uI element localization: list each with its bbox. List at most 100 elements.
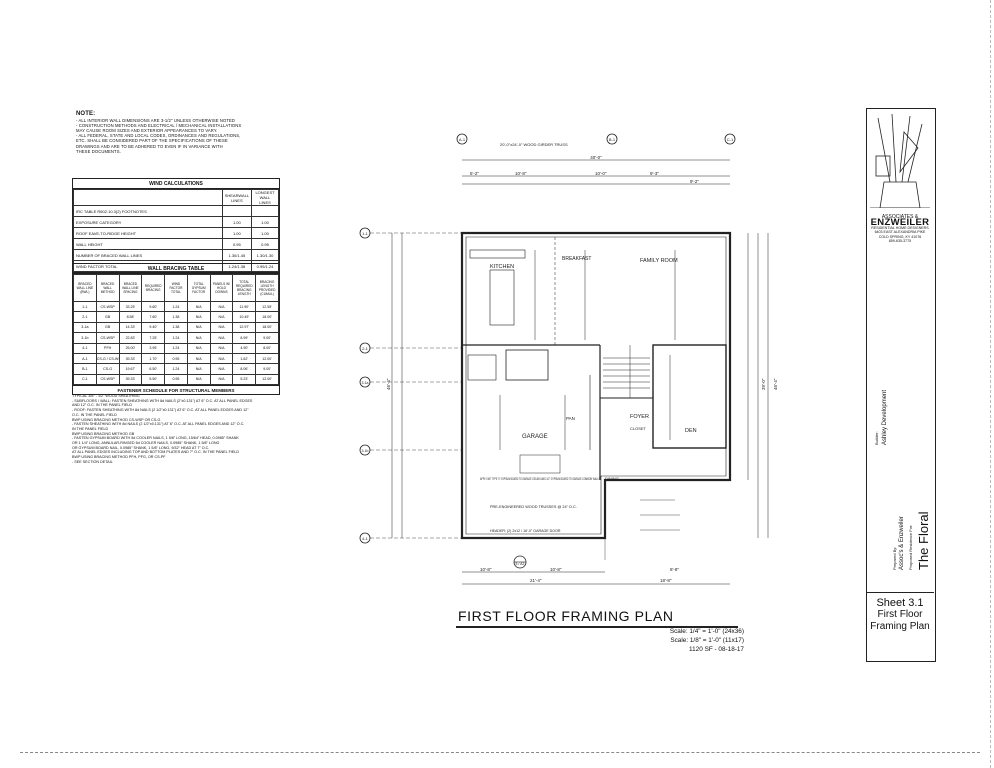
top-dim: 10'-8" — [515, 171, 527, 176]
table-cell: 14.33' — [118, 321, 143, 334]
bottom-dim: 21'-4" — [530, 578, 542, 583]
table-cell: 5.23' — [232, 373, 257, 386]
side-depth-dim: 39'-0" — [761, 378, 766, 390]
table-cell: 1.38 — [164, 311, 188, 323]
table-cell: N/A — [186, 342, 211, 354]
column-header: BRACED WALL METHOD — [95, 274, 120, 302]
table-cell: 0.95 — [164, 373, 188, 386]
fastener-line: - FASTEN SHEATHING WITH 8d NAILS (2 1/2"… — [72, 422, 245, 427]
table-cell: N/A — [186, 373, 211, 386]
fastener-line: TYPICAL 3/8" - 1/2" WOOD SHEATHING — [72, 394, 140, 398]
table-cell: CS-G / CS-WSP — [95, 352, 120, 365]
sheet-name-2: Framing Plan — [870, 621, 930, 632]
wind-title: WIND CALCULATIONS — [73, 179, 279, 189]
table-cell: 1.70' — [141, 352, 166, 365]
fastener-line: IN THE PANEL FIELD — [72, 426, 109, 431]
proposed-label: Proposed Residence For: — [908, 524, 913, 570]
room-foyer: FOYER — [630, 414, 649, 420]
svg-text:A-1: A-1 — [459, 137, 466, 142]
table-cell: NUMBER OF BRACED WALL LINES — [73, 249, 223, 261]
column-header: REQUIRED BRACING — [141, 274, 166, 302]
column-header: WIND FACTOR TOTAL — [164, 274, 188, 302]
table-cell: 11.90' — [232, 300, 257, 313]
fastener-line: BWP USING BRACING METHOD PFH, PFG, OR CS… — [72, 455, 166, 460]
note-line: - ALL FEDERAL, STATE AND LOCAL CODES, OR… — [76, 133, 241, 139]
table-cell: EXPOSURE CATEGORY — [73, 216, 223, 228]
table-cell: 6.50' — [141, 363, 166, 375]
fastener-line: - FASTEN GYPSUM BOARD WITH 5d COOLER NAI… — [72, 436, 239, 441]
table-header-row: BRACED WALL LINE (BWL) BRACED WALL METHO… — [73, 274, 279, 302]
firm-name: ENZWEILER — [870, 217, 930, 228]
fastener-title: FASTENER SCHEDULE FOR STRUCTURAL MEMBERS — [73, 385, 279, 394]
grid-bubble-left-2: 2-1 — [359, 342, 371, 354]
table-cell: 8.99' — [232, 332, 257, 344]
area-date: 1120 SF - 08-18-17 — [689, 646, 744, 653]
table-cell — [221, 205, 253, 217]
sheet-number-box: Sheet 3.1 First Floor Framing Plan — [866, 592, 934, 659]
svg-text:1-1: 1-1 — [362, 231, 369, 236]
garage-door-header: HEADER: (2) 2x12 / 16'-0" GARAGE DOOR — [490, 529, 561, 533]
svg-text:3-1a: 3-1a — [361, 381, 368, 385]
overall-depth-dim-right: 46'-4" — [773, 378, 778, 390]
fastener-schedule: TYPICAL 3/8" - 1/2" WOOD SHEATHING - SUB… — [72, 394, 278, 465]
table-cell: 5.50' — [141, 373, 166, 386]
header-note: 20'-0"x24'-0" WOOD GIRDER TRUSS — [500, 142, 568, 147]
room-den: DEN — [685, 428, 697, 434]
fastener-line: OR GYPSUM BOARD NAIL, 0.0985" SHANK, 1 5… — [72, 445, 210, 450]
svg-text:C-1: C-1 — [727, 137, 734, 142]
title-underline — [456, 626, 738, 628]
table-cell: 22.83' — [118, 332, 143, 344]
wall-bracing-table: WALL BRACING TABLE BRACED WALL LINE (BWL… — [72, 263, 280, 396]
room-garage: GARAGE — [522, 434, 548, 440]
table-cell: 1-1 — [73, 300, 97, 313]
table-cell: N/A — [186, 300, 211, 313]
table-cell: CS-WSP — [95, 373, 120, 386]
bottom-dim: 18'-8" — [660, 578, 672, 583]
table-cell: 4-1 — [73, 342, 97, 354]
builder-label: Builder: — [874, 431, 879, 445]
table-cell: 0.95 — [221, 238, 253, 250]
grid-bubble-top-a: A-1 — [456, 133, 468, 145]
fastener-line: BWP USING BRACING METHOD CS-WSP OR CS-G — [72, 417, 161, 422]
scale-11x17: Scale: 1/8" = 1'-0" (11x17) — [670, 637, 744, 644]
table-cell: N/A — [186, 332, 211, 344]
table-cell: 1.38 — [164, 321, 188, 334]
svg-text:2-1: 2-1 — [362, 346, 369, 351]
top-dim: 9'-3" — [650, 171, 659, 176]
bottom-dim: 8'-8" — [670, 567, 679, 572]
grid-bubble-top-c: C-1 — [724, 133, 736, 145]
table-cell: 0.95 — [251, 238, 279, 250]
table-cell: 1.00 — [251, 227, 279, 239]
table-cell: 1.30/1.30 — [251, 249, 279, 261]
notes-title: NOTE: — [76, 111, 96, 117]
svg-text:5 / A2: 5 / A2 — [516, 562, 525, 566]
top-dim: 10'-0" — [595, 171, 607, 176]
sheet-name-1: First Floor — [877, 609, 923, 620]
table-cell — [73, 189, 223, 206]
table-cell: N/A — [209, 352, 234, 365]
table-cell: N/A — [209, 373, 234, 386]
table-cell: 0.95 — [164, 352, 188, 365]
table-cell: 3-1a — [73, 321, 97, 334]
garage-note: APPLY 5/8" TYPE 'X' GYPSUM BOARD TO GARA… — [480, 477, 600, 481]
table-cell — [251, 205, 279, 217]
table-cell: GB — [95, 321, 120, 334]
table-cell: 8.06' — [232, 363, 257, 375]
table-cell: 3-1b — [73, 332, 97, 344]
brace-title: WALL BRACING TABLE — [73, 264, 279, 274]
stair — [603, 345, 650, 398]
table-cell: 19.67' — [118, 363, 143, 375]
table-row: SHEARWALL LINES LONGEST WALL LINES — [73, 189, 279, 206]
table-cell: 4.90' — [232, 342, 257, 354]
fastener-line: - SEE SECTION DETAIL — [72, 459, 113, 464]
page-edge-line — [20, 752, 980, 753]
sheet-number: Sheet 3.1 — [876, 597, 924, 609]
table-row: IRC TABLE R602.10.3(2) FOOTNOTES — [73, 205, 279, 217]
builder-name: Ashley Development — [882, 389, 888, 445]
